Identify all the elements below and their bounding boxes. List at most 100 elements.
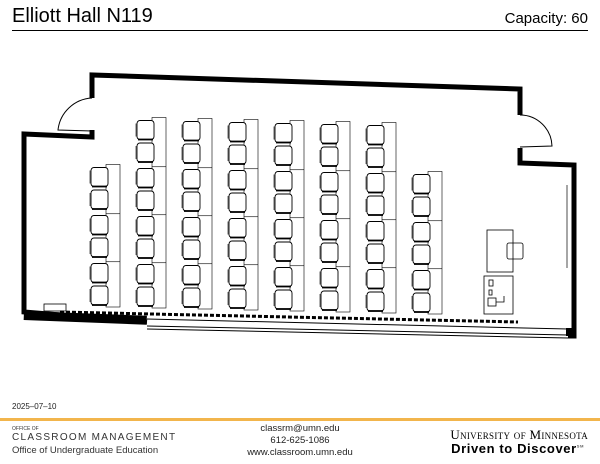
seat — [366, 173, 385, 193]
seating — [89, 117, 443, 315]
service-mark: SM — [576, 443, 584, 449]
instructor-area — [483, 229, 524, 315]
seat — [412, 292, 431, 313]
seat — [320, 124, 339, 144]
table-row-desk — [427, 171, 443, 315]
room-title: Elliott Hall N119 — [12, 5, 153, 27]
office-name: CLASSROOM MANAGEMENT — [12, 432, 177, 443]
av-podium — [483, 275, 514, 315]
seat — [228, 122, 247, 142]
contact-website[interactable]: www.classroom.umn.edu — [247, 447, 353, 458]
seat — [366, 291, 385, 312]
seat — [182, 287, 201, 308]
university-logo-text: University of Minnesota — [450, 427, 588, 442]
seat — [412, 174, 431, 194]
seat — [136, 286, 155, 307]
seat — [90, 167, 109, 187]
table-row-desk — [151, 117, 167, 309]
top-wall — [89, 72, 523, 115]
seat — [412, 196, 431, 217]
seat — [274, 267, 293, 287]
seat — [366, 195, 385, 216]
seat — [182, 191, 201, 212]
seat — [274, 193, 293, 214]
capacity-label: Capacity: 60 — [504, 10, 588, 27]
table-row-desk — [197, 118, 213, 310]
seat — [228, 266, 247, 286]
seat — [274, 145, 293, 166]
seat — [274, 219, 293, 239]
contact-phone: 612-625-1086 — [270, 435, 330, 446]
seat — [228, 288, 247, 309]
seat — [320, 194, 339, 215]
table-row-desk — [243, 119, 259, 311]
walls — [21, 72, 577, 339]
instructor-chair — [506, 242, 524, 260]
seat — [366, 147, 385, 168]
room-floor-plan — [21, 72, 577, 339]
seat — [320, 242, 339, 263]
plan-date: 2025–07–10 — [12, 402, 57, 411]
av-cable — [496, 296, 505, 303]
seat — [90, 285, 109, 306]
seat — [182, 217, 201, 237]
right-door — [519, 114, 553, 148]
footer-accent-bar — [0, 418, 600, 421]
bottom-left-wall-solid — [23, 311, 147, 325]
seat — [136, 238, 155, 259]
contact-email[interactable]: classrm@umn.edu — [260, 423, 340, 434]
seat — [90, 263, 109, 283]
seat — [136, 216, 155, 236]
seat — [320, 146, 339, 167]
seat — [182, 143, 201, 164]
right-corner-block — [566, 328, 574, 336]
office-of-label: OFFICE OF — [12, 426, 39, 432]
table-row-desk — [335, 121, 351, 313]
av-equipment-1 — [488, 279, 494, 287]
right-wall — [517, 148, 577, 339]
seat — [366, 125, 385, 145]
instructor-desk — [486, 229, 514, 273]
seat — [320, 268, 339, 288]
seat — [228, 218, 247, 238]
seat — [366, 243, 385, 264]
seat — [412, 270, 431, 290]
cabinet — [43, 303, 67, 312]
table-row-desk — [381, 122, 397, 314]
office-subtitle: Office of Undergraduate Education — [12, 445, 159, 456]
left-upper-wall — [21, 130, 148, 325]
seat — [320, 220, 339, 240]
seat — [136, 168, 155, 188]
seat — [136, 264, 155, 284]
seat — [228, 170, 247, 190]
seat — [136, 120, 155, 140]
window-line-2 — [146, 325, 569, 336]
header-divider — [12, 30, 588, 31]
seat — [228, 144, 247, 165]
seat — [412, 222, 431, 242]
seat — [366, 221, 385, 241]
seat — [228, 240, 247, 261]
window-line-1 — [146, 318, 569, 330]
slogan-text: Driven to Discover — [451, 441, 577, 456]
seat — [182, 121, 201, 141]
seat — [274, 123, 293, 143]
seat — [274, 171, 293, 191]
seat — [366, 269, 385, 289]
seat — [320, 172, 339, 192]
window-line-3 — [146, 328, 569, 339]
seat — [136, 190, 155, 211]
seat — [182, 169, 201, 189]
seat — [228, 192, 247, 213]
seat — [182, 265, 201, 285]
table-row-desk — [289, 120, 305, 312]
seat — [274, 289, 293, 310]
seat — [320, 290, 339, 311]
heater-dashes — [59, 310, 519, 324]
av-equipment-3 — [487, 297, 497, 307]
seat — [90, 189, 109, 210]
seat — [182, 239, 201, 260]
left-door — [57, 97, 93, 132]
av-equipment-2 — [488, 289, 493, 296]
table-row-desk — [105, 164, 121, 308]
